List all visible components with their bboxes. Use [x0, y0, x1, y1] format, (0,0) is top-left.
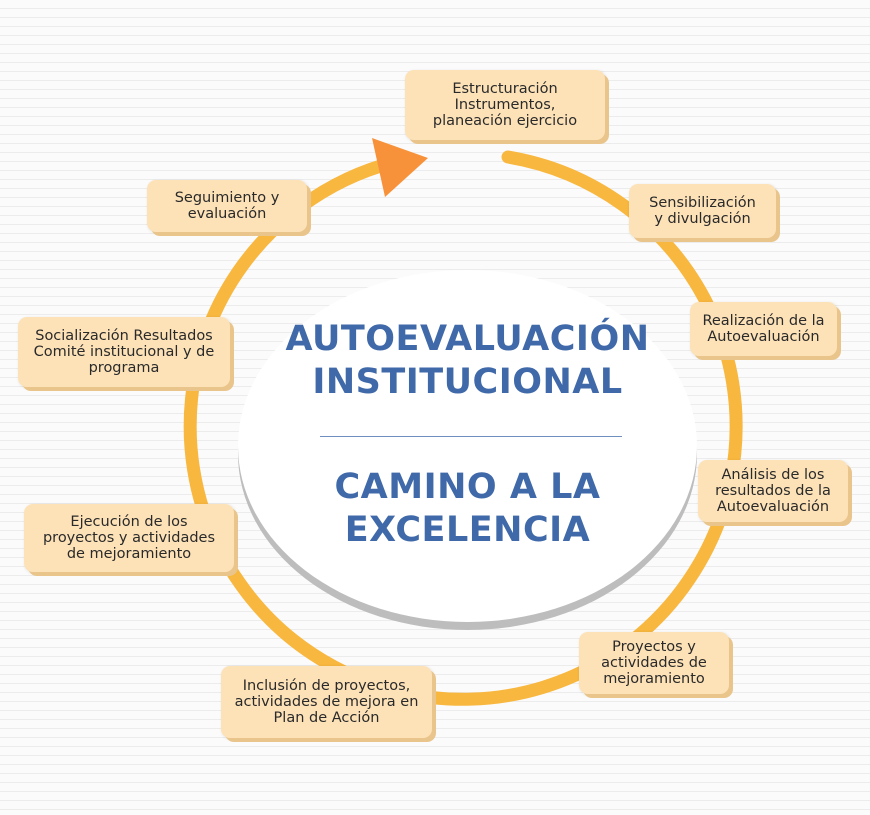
step-box-awareness: Sensibilización y divulgación — [629, 184, 776, 238]
step-box-action-plan-inclusion: Inclusión de proyectos, actividades de m… — [221, 666, 432, 738]
step-box-execution: Ejecución de los proyectos y actividades… — [24, 504, 234, 572]
center-title: AUTOEVALUACIÓN INSTITUCIONAL — [285, 319, 650, 402]
step-box-self-evaluation: Realización de la Autoevaluación — [690, 302, 837, 356]
step-box-socialization: Socialización Resultados Comité instituc… — [18, 317, 230, 387]
step-box-improvement-projects: Proyectos y actividades de mejoramiento — [579, 632, 729, 694]
step-box-results-analysis: Análisis de los resultados de la Autoeva… — [698, 460, 848, 522]
center-divider — [320, 436, 622, 437]
center-disc — [238, 270, 697, 622]
cycle-arrow-head-icon — [372, 138, 428, 197]
center-subtitle: CAMINO A LA EXCELENCIA — [334, 467, 601, 550]
step-box-follow-up: Seguimiento y evaluación — [147, 180, 307, 232]
step-box-structuring: Estructuración Instrumentos, planeación … — [405, 70, 605, 140]
